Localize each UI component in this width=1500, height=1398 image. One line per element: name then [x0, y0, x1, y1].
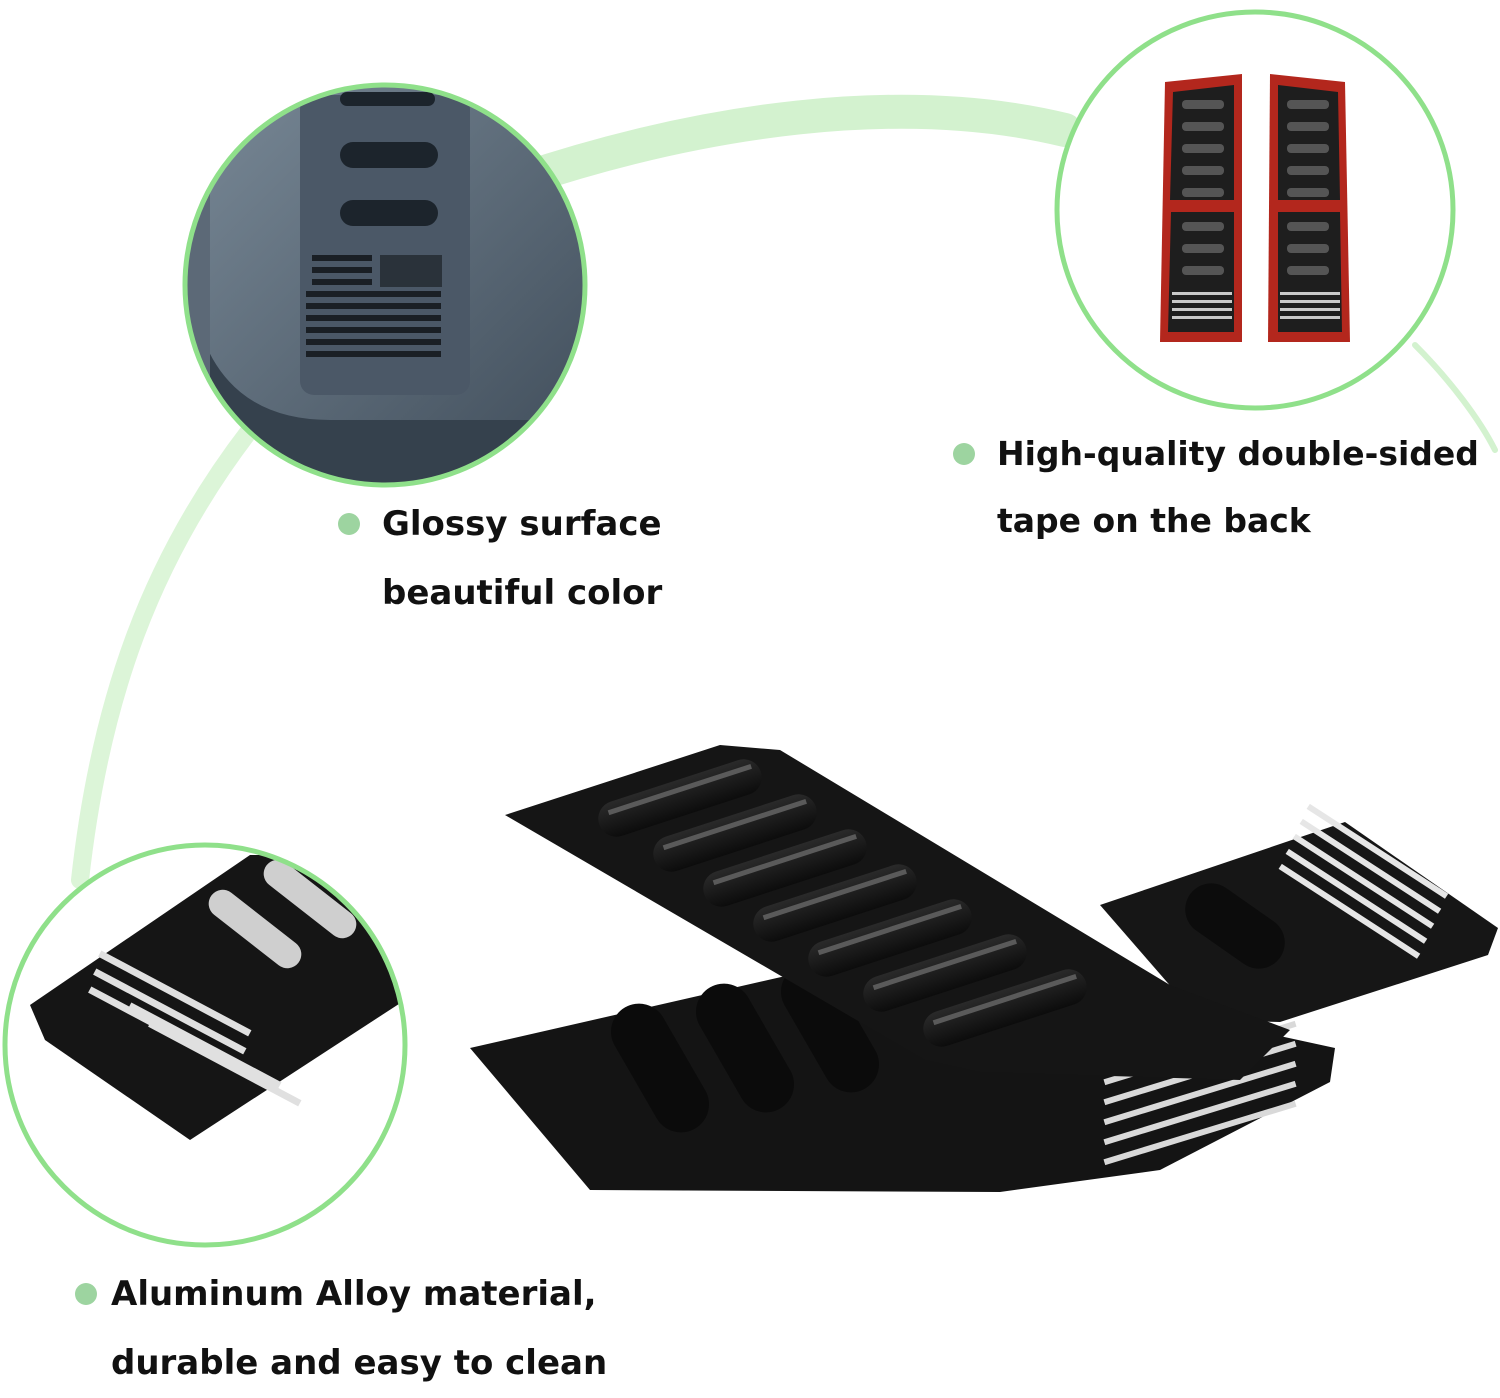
feature-tape-line1: High-quality double-sided [997, 434, 1479, 473]
feature-alloy-line2: durable and easy to clean [111, 1343, 608, 1383]
feature-glossy-line2: beautiful color [382, 573, 663, 613]
slot-rows [1182, 100, 1329, 275]
feature-glossy: Glossy surface beautiful color [338, 490, 662, 628]
feature-alloy: Aluminum Alloy material, durable and eas… [75, 1260, 607, 1398]
flag-stripes [88, 950, 302, 1107]
feature-tape: High-quality double-sided tape on the ba… [953, 420, 1479, 554]
feature-alloy-line1: Aluminum Alloy material, [111, 1274, 597, 1314]
connector-arc-left [71, 421, 259, 889]
bullet-dot [953, 443, 975, 465]
product-panel-front [505, 745, 1290, 1080]
product-panel-back [1100, 803, 1498, 1022]
feature-tape-line2: tape on the back [997, 501, 1311, 540]
closeup-tape-back [1057, 12, 1453, 408]
flag-emblem [306, 255, 442, 357]
connector-arc-right [1412, 342, 1498, 453]
connector-arc [503, 94, 1082, 197]
feature-glossy-line1: Glossy surface [382, 504, 662, 544]
bullet-dot [75, 1283, 97, 1305]
closeup-aluminum [5, 845, 405, 1245]
bullet-dot [338, 513, 360, 535]
